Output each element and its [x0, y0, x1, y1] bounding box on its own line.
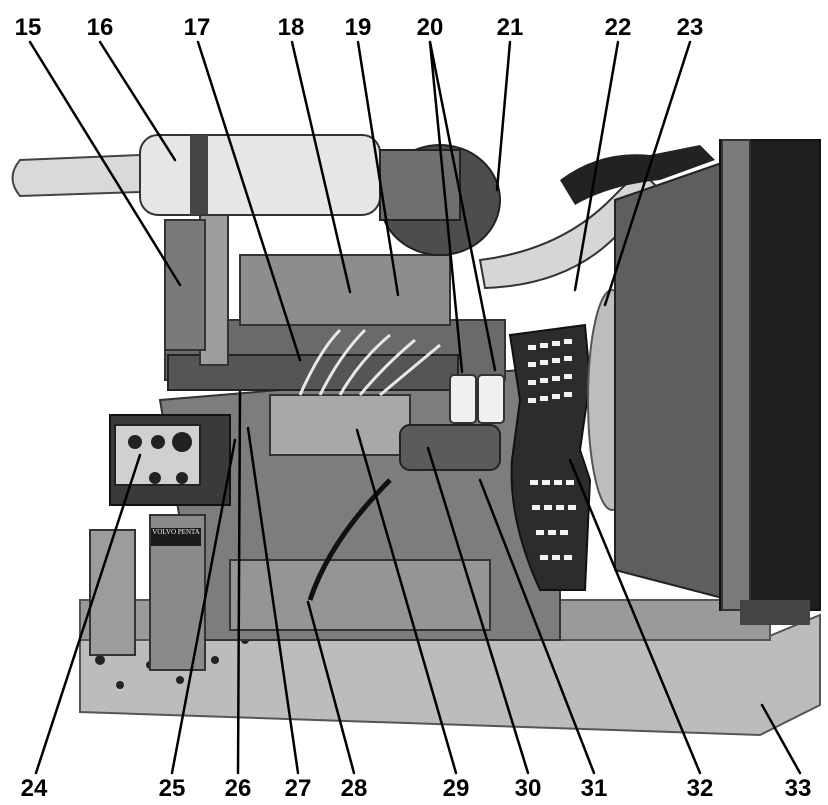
- callout-18: 18: [277, 14, 305, 41]
- leader-17: [196, 40, 302, 362]
- leader-20b: [428, 40, 497, 372]
- callout-32: 32: [686, 775, 714, 802]
- fan-guard-slots: [528, 339, 576, 560]
- leader-18: [290, 40, 352, 294]
- fan-guard: [508, 323, 592, 591]
- leader-25: [170, 438, 237, 775]
- callout-16: 16: [86, 14, 114, 41]
- fuel-filter-2: [477, 374, 505, 424]
- exhaust-pipe: [11, 153, 141, 198]
- callout-25: 25: [158, 775, 186, 802]
- injection-pump: [269, 394, 411, 456]
- leader-23: [603, 40, 692, 307]
- callout-22: 22: [604, 14, 632, 41]
- callout-23: 23: [676, 14, 704, 41]
- leader-15: [28, 40, 182, 287]
- leader-16: [98, 40, 177, 162]
- fuel-filter-1: [449, 374, 477, 424]
- leader-26: [236, 390, 242, 775]
- leader-24: [34, 453, 142, 775]
- callout-15: 15: [14, 14, 42, 41]
- callout-20: 20: [416, 14, 444, 41]
- callout-19: 19: [344, 14, 372, 41]
- leader-32: [568, 458, 702, 775]
- callout-28: 28: [340, 775, 368, 802]
- leader-29: [355, 428, 458, 775]
- volvo-penta-badge: VOLVO PENTA: [151, 528, 201, 546]
- callout-33: 33: [784, 775, 812, 802]
- leader-27: [246, 426, 300, 775]
- callout-29: 29: [442, 775, 470, 802]
- callout-26: 26: [224, 775, 252, 802]
- radiator-side: [721, 139, 751, 611]
- callout-21: 21: [496, 14, 524, 41]
- callout-30: 30: [514, 775, 542, 802]
- fuel-hose: [307, 478, 392, 601]
- leader-31: [478, 478, 596, 775]
- leader-22: [573, 40, 620, 292]
- callout-17: 17: [183, 14, 211, 41]
- callout-27: 27: [284, 775, 312, 802]
- leader-30: [426, 446, 530, 775]
- panel-stand-left: [89, 529, 136, 656]
- starter-motor: [399, 424, 501, 471]
- callout-31: 31: [580, 775, 608, 802]
- exhaust-manifold-support: [164, 219, 206, 351]
- injection-lines: [298, 328, 441, 397]
- silencer-strap: [190, 135, 208, 215]
- callout-24: 24: [20, 775, 48, 802]
- leader-19: [356, 40, 400, 297]
- radiator-feet: [740, 600, 810, 625]
- leader-33: [760, 703, 802, 775]
- leader-20a: [428, 40, 464, 374]
- leader-28: [306, 600, 356, 775]
- leader-21: [495, 40, 512, 192]
